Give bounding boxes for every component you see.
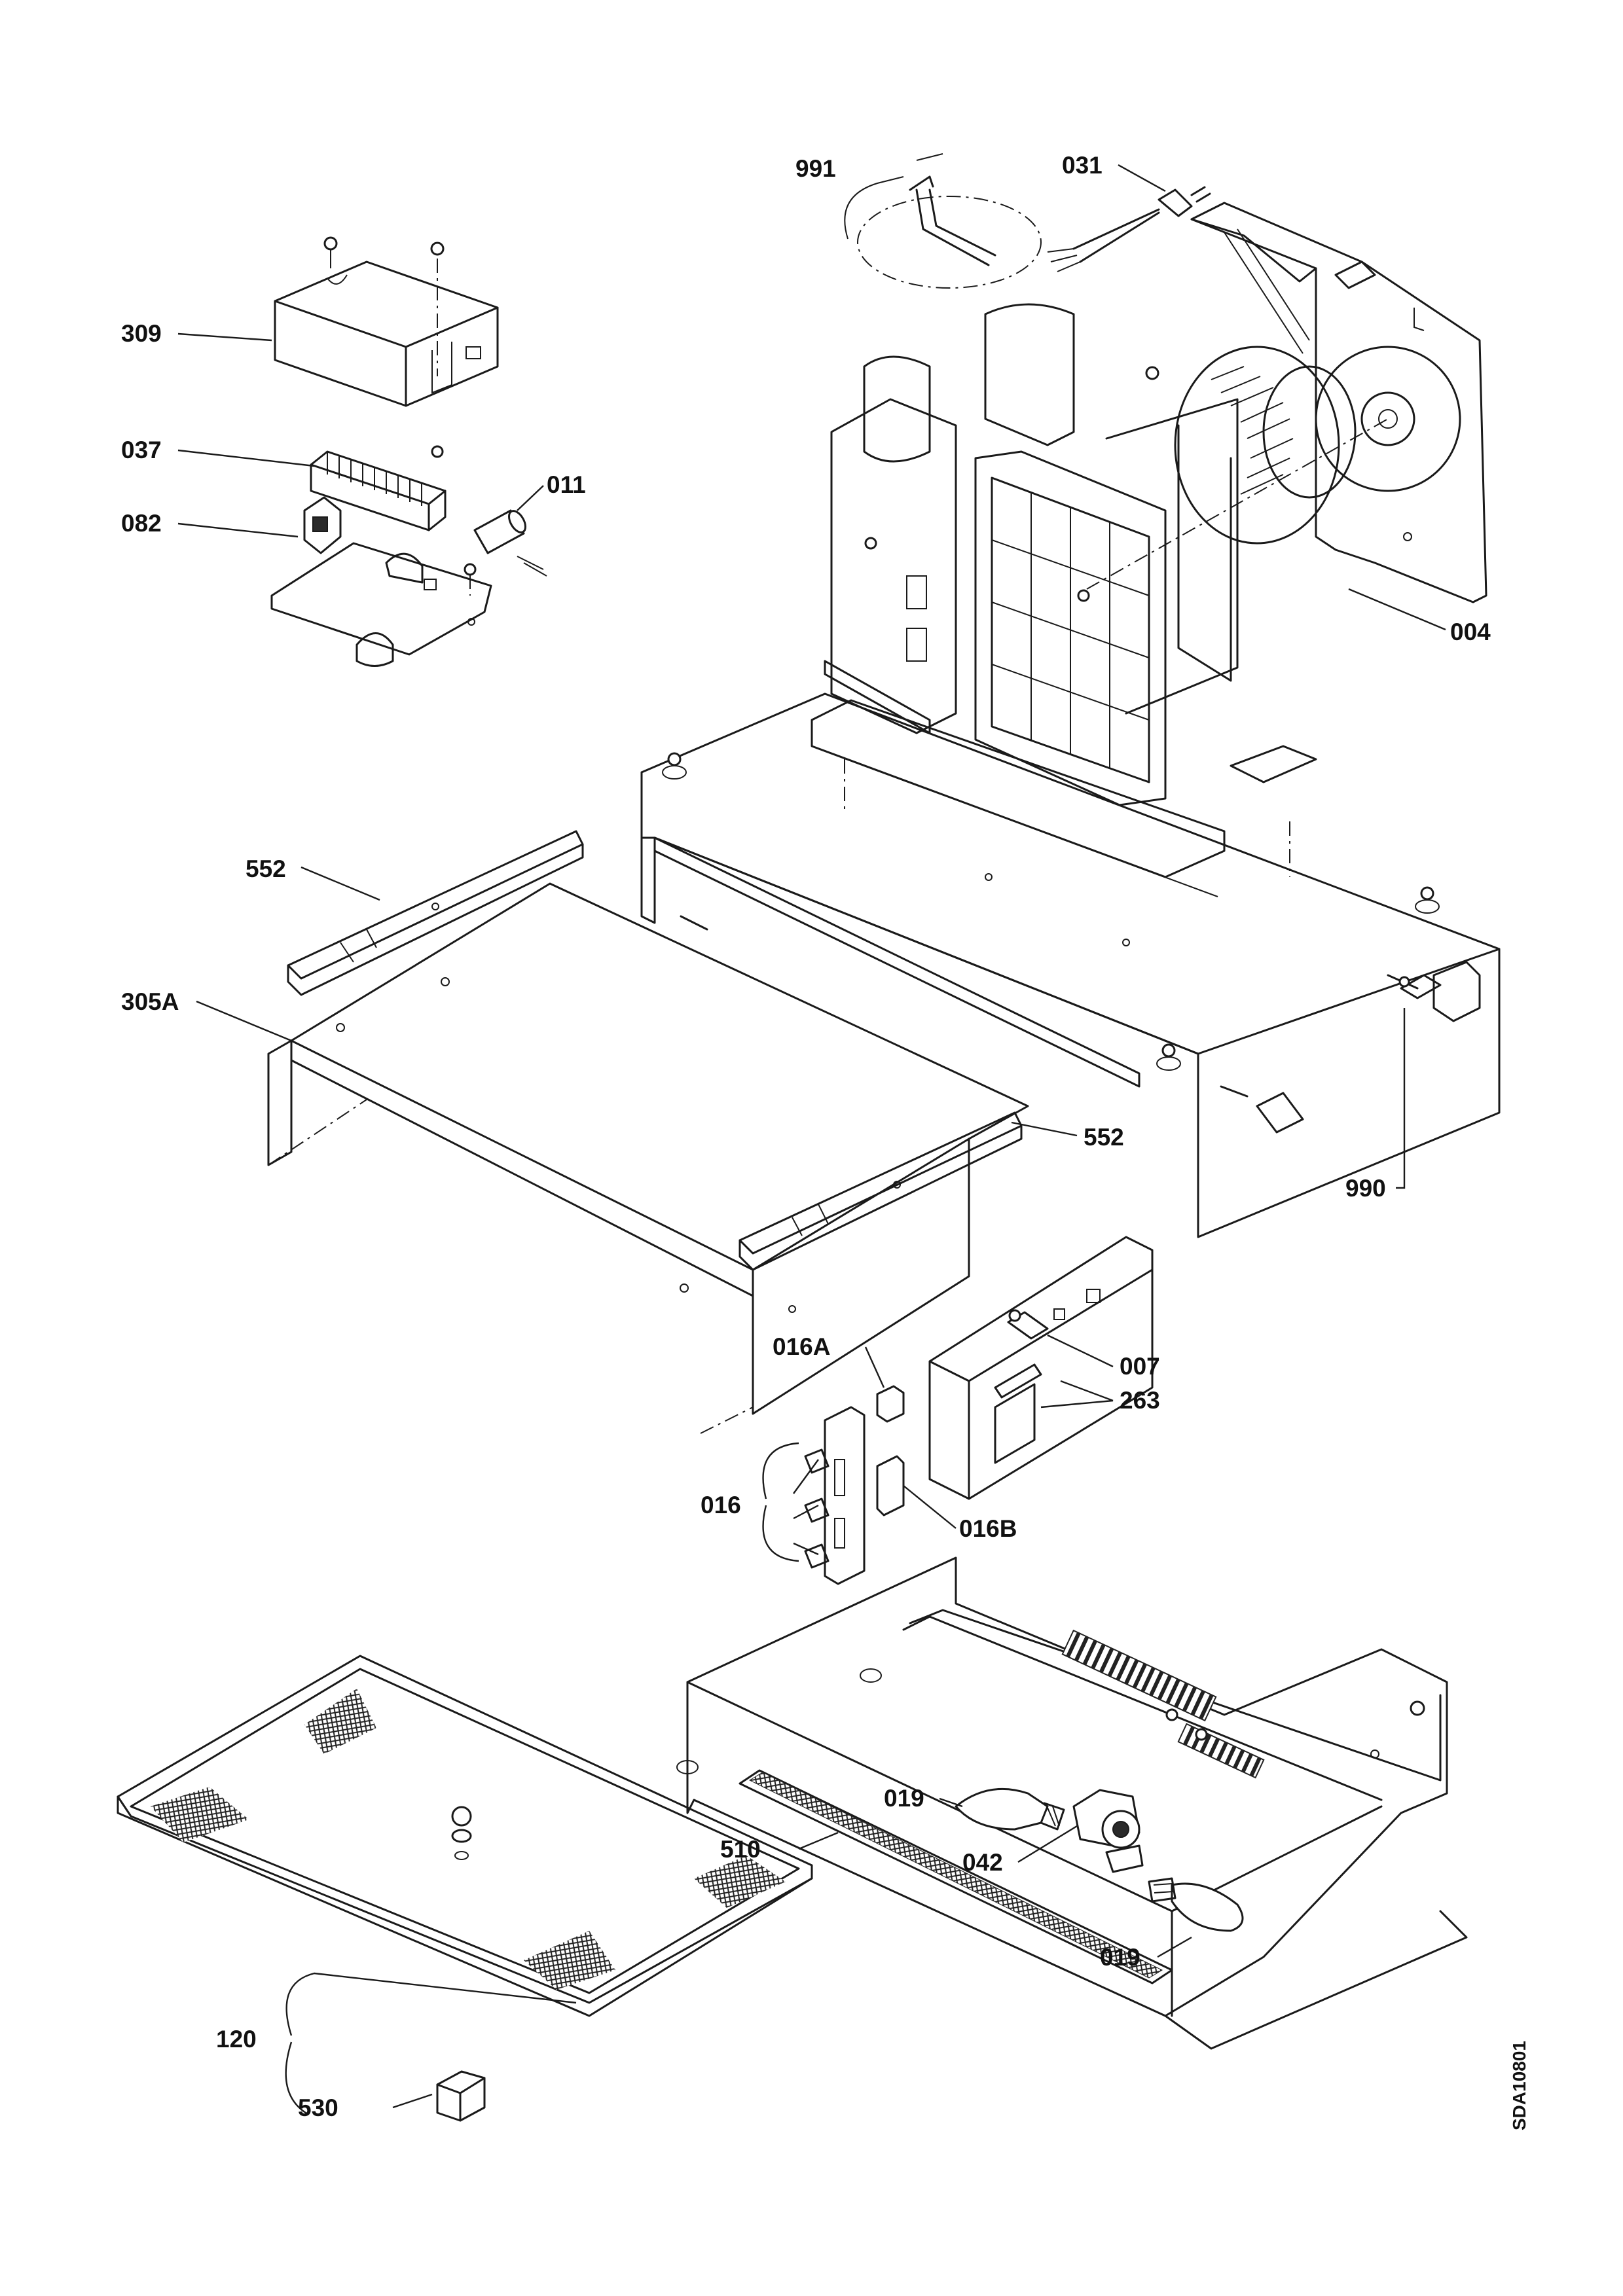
part-990-hinge-hardware	[1398, 974, 1442, 999]
scroll-housing	[864, 303, 1159, 602]
part-530-latch-clip	[436, 2070, 486, 2122]
left-duct-panel	[824, 355, 957, 734]
part-037-terminal-strip	[310, 445, 447, 531]
part-991-bracket	[844, 153, 1042, 289]
part-031-power-cable	[1047, 186, 1211, 272]
callout-042: 042	[962, 1849, 1003, 1876]
part-309-cover-box	[274, 236, 499, 407]
callout-labels: 991 031 309 037 011 082 004 552 305A 552…	[121, 152, 1529, 2130]
part-120-filter-panel	[117, 1655, 813, 2017]
part-042-lamp-holder	[1072, 1789, 1144, 1873]
callout-305A: 305A	[121, 988, 179, 1015]
blower-back-plate	[1190, 202, 1487, 603]
callout-552-lower: 552	[1084, 1124, 1124, 1151]
leader-lines	[177, 164, 1446, 2115]
part-552-rail-upper	[287, 830, 584, 996]
callout-263: 263	[1120, 1387, 1160, 1414]
part-510-grille-strip	[739, 1769, 1173, 1984]
board-plate	[270, 542, 492, 667]
callout-004: 004	[1450, 619, 1491, 645]
part-016A-switch-knob	[876, 1385, 905, 1423]
callout-510: 510	[720, 1836, 761, 1863]
callout-120: 120	[216, 2026, 257, 2053]
drawing-id-label: SDA10801	[1509, 2041, 1529, 2130]
part-004-motor-blower	[1086, 346, 1389, 715]
part-019-bulb-right	[1148, 1877, 1244, 1932]
part-082-switch	[303, 496, 342, 554]
callout-037: 037	[121, 437, 162, 463]
front-hood	[676, 1556, 1468, 2050]
main-chassis-rear	[640, 692, 1501, 1238]
part-019-bulb-left	[955, 1787, 1065, 1831]
callout-016A: 016A	[773, 1333, 830, 1360]
switch-bracket-housing	[928, 1236, 1154, 1500]
callout-019-right: 019	[1100, 1944, 1140, 1971]
callout-552-upper: 552	[246, 855, 286, 882]
callout-016B: 016B	[959, 1515, 1017, 1542]
callout-309: 309	[121, 320, 162, 347]
callout-990: 990	[1345, 1175, 1386, 1202]
callout-007: 007	[1120, 1353, 1160, 1380]
part-552-rail-lower	[739, 1111, 1023, 1271]
part-263-switch-bracket	[994, 1363, 1042, 1464]
callout-991: 991	[795, 155, 836, 182]
callout-031: 031	[1062, 152, 1103, 179]
filter-grille-frame	[974, 450, 1167, 806]
part-011-capacitor	[473, 509, 547, 577]
callout-016: 016	[701, 1492, 741, 1518]
callout-530: 530	[298, 2094, 338, 2121]
callout-082: 082	[121, 510, 162, 537]
callout-019-left: 019	[884, 1785, 924, 1812]
callout-011: 011	[547, 471, 586, 498]
part-016-switch-buttons	[804, 1406, 905, 1585]
